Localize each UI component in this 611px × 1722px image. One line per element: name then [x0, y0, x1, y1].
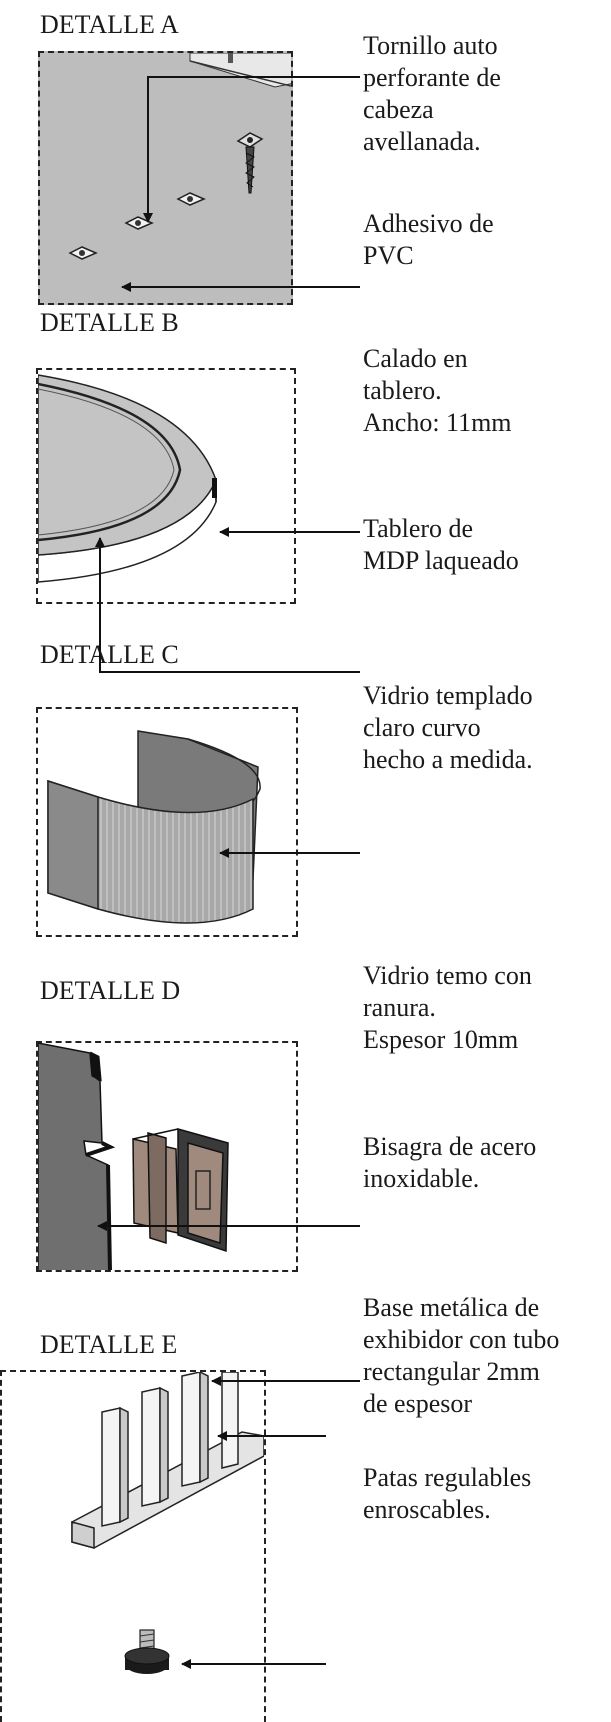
detail-d-title: DETALLE D: [40, 976, 181, 1005]
note-line: Ancho: 11mm: [363, 408, 512, 437]
note-line: hecho a medida.: [363, 745, 533, 774]
detail-e-drawing: [71, 1372, 264, 1674]
detail-b-figure: [36, 368, 296, 604]
note-line: PVC: [363, 241, 414, 270]
note-line: MDP laqueado: [363, 546, 519, 575]
note-line: Base metálica de: [363, 1293, 540, 1322]
detail-a-title: DETALLE A: [40, 10, 179, 39]
note-line: perforante de: [363, 63, 501, 92]
detail-a-note-screw: Tornillo auto perforante de cabeza avell…: [363, 30, 501, 158]
note-line: inoxidable.: [363, 1164, 480, 1193]
note-line: Tornillo auto: [363, 31, 498, 60]
detail-c-figure: [36, 707, 298, 937]
detail-c-note-glass: Vidrio templado claro curvo hecho a medi…: [363, 680, 533, 776]
detail-b-drawing: [38, 374, 217, 583]
detail-e-note-feet: Patas regulables enroscables.: [363, 1462, 531, 1526]
detail-c-title: DETALLE C: [40, 640, 179, 669]
note-line: Espesor 10mm: [363, 1025, 519, 1054]
note-line: cabeza: [363, 95, 434, 124]
note-line: Patas regulables: [363, 1463, 532, 1492]
note-line: de espesor: [363, 1389, 473, 1418]
detail-e-figure: [0, 1370, 266, 1722]
note-line: enroscables.: [363, 1495, 491, 1524]
note-line: exhibidor con tubo: [363, 1325, 560, 1354]
note-line: Adhesivo de: [363, 209, 494, 238]
adhesive-pad-icon: [68, 246, 98, 260]
detail-d-note-glass: Vidrio temo con ranura. Espesor 10mm: [363, 960, 532, 1056]
hinge-icon: [132, 1128, 229, 1253]
tube-icon: [181, 1372, 209, 1487]
adhesive-pad-icon: [176, 192, 206, 206]
note-line: Tablero de: [363, 514, 474, 543]
detail-d-figure: [36, 1041, 298, 1272]
screw-icon: [236, 132, 264, 194]
tube-icon: [141, 1386, 169, 1507]
detail-b-title: DETALLE B: [40, 308, 179, 337]
tube-icon: [101, 1406, 129, 1527]
edge-tab: [228, 53, 233, 63]
detail-e-title: DETALLE E: [40, 1330, 178, 1359]
note-line: tablero.: [363, 376, 442, 405]
detail-e-note-base: Base metálica de exhibidor con tubo rect…: [363, 1292, 559, 1420]
tube-icon: [221, 1372, 239, 1469]
detail-d-drawing: [38, 1043, 229, 1270]
detail-b-note-groove: Calado en tablero. Ancho: 11mm: [363, 343, 512, 439]
note-line: avellanada.: [363, 127, 481, 156]
adhesive-pad-icon: [124, 216, 154, 230]
note-line: ranura.: [363, 993, 436, 1022]
adjustable-foot-icon: [124, 1629, 170, 1674]
detail-a-note-adhesive: Adhesivo de PVC: [363, 208, 494, 272]
note-line: Bisagra de acero: [363, 1132, 537, 1161]
detail-d-note-hinge: Bisagra de acero inoxidable.: [363, 1131, 536, 1195]
detail-b-note-board: Tablero de MDP laqueado: [363, 513, 519, 577]
note-line: rectangular 2mm: [363, 1357, 540, 1386]
note-line: claro curvo: [363, 713, 481, 742]
note-line: Calado en: [363, 344, 468, 373]
detail-c-drawing: [47, 730, 261, 924]
detail-a-figure: [38, 51, 293, 305]
note-line: Vidrio templado: [363, 681, 533, 710]
detail-a-drawing: [68, 53, 291, 260]
note-line: Vidrio temo con: [363, 961, 532, 990]
